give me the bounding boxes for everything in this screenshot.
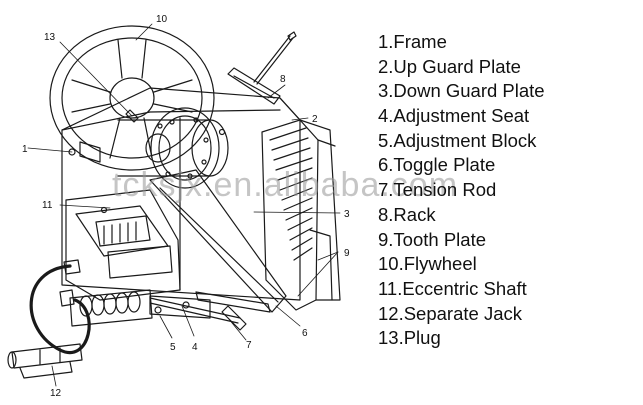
eccentric-shaft: [79, 107, 229, 189]
legend-item-adjustment-seat: 4.Adjustment Seat: [378, 105, 530, 127]
callout-labels: 1 2 3 4 5 6 7 8 9 10 11 12 13: [22, 14, 350, 399]
swing-jaw: [149, 169, 287, 313]
legend-item-rack: 8.Rack: [378, 203, 436, 225]
legend-item-down-guard-plate: 3.Down Guard Plate: [378, 80, 545, 102]
legend-item-up-guard-plate: 2.Up Guard Plate: [378, 55, 521, 77]
callout-7: 7: [246, 340, 252, 351]
callout-6: 6: [302, 328, 308, 339]
callout-2: 2: [312, 114, 318, 125]
callout-8: 8: [280, 74, 286, 85]
callout-13: 13: [44, 32, 56, 43]
callout-10: 10: [156, 14, 168, 25]
legend-item-frame: 1.Frame: [378, 31, 447, 52]
spring-assembly: [59, 259, 153, 327]
callout-9: 9: [344, 248, 350, 259]
legend-item-toggle-plate: 6.Toggle Plate: [378, 154, 496, 176]
parts-legend: 1.Frame 2.Up Guard Plate 3.Down Guard Pl…: [378, 30, 545, 351]
separate-jack: [7, 343, 83, 379]
legend-item-tension-rod: 7.Tension Rod: [378, 179, 497, 201]
callout-12: 12: [50, 388, 62, 399]
legend-item-separate-jack: 12.Separate Jack: [378, 302, 522, 324]
rack: [227, 67, 281, 105]
callout-1: 1: [22, 144, 28, 155]
adjustment-block: [65, 189, 181, 301]
flywheel: [49, 25, 215, 171]
callout-3: 3: [344, 209, 350, 220]
tooth-plate: [261, 119, 341, 311]
callout-5: 5: [170, 342, 176, 353]
legend-item-tooth-plate: 9.Tooth Plate: [378, 228, 486, 250]
adjustment-seat: [149, 295, 211, 319]
legend-item-eccentric-shaft: 11.Eccentric Shaft: [378, 277, 527, 299]
leader-lines: [27, 23, 341, 387]
legend-item-adjustment-block: 5.Adjustment Block: [378, 129, 537, 151]
tension-rod: [149, 297, 247, 331]
top-bolt: [253, 31, 297, 85]
watermark-text: tcksjx.en.alibaba.com: [112, 166, 459, 204]
callout-11: 11: [42, 200, 53, 211]
callout-4: 4: [192, 342, 198, 353]
legend-item-flywheel: 10.Flywheel: [378, 253, 477, 275]
toggle-plate: [195, 291, 271, 313]
legend-item-plug: 13.Plug: [378, 327, 441, 349]
plug: [125, 109, 139, 123]
